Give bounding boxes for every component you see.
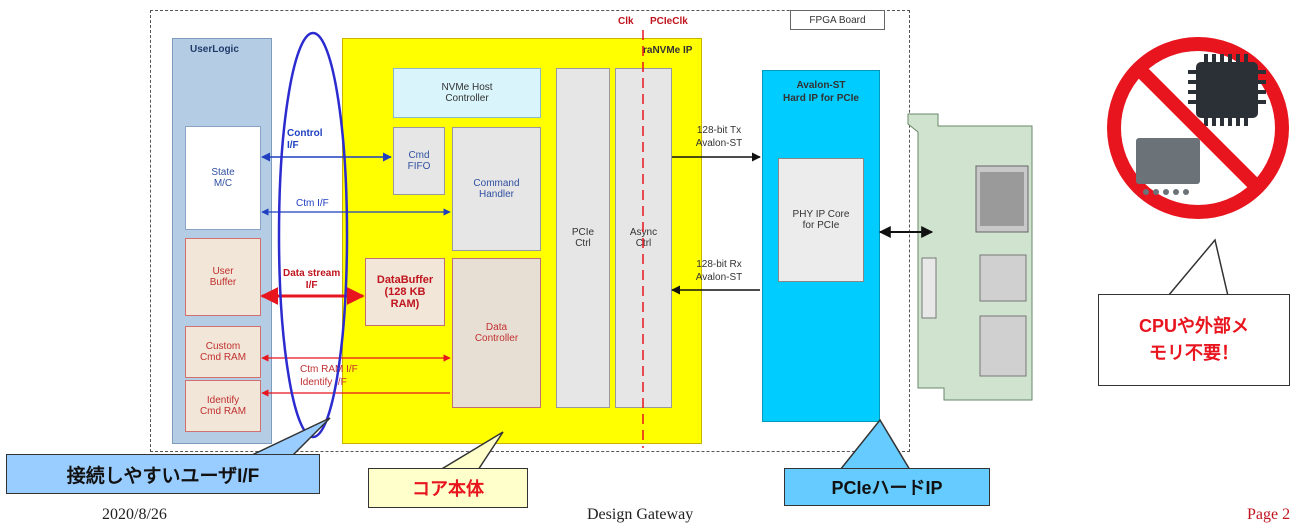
phy-ip-core-block: PHY IP Core for PCIe [778, 158, 864, 282]
ddr-chip-label: DDR [1149, 144, 1187, 163]
custom-cmd-ram-block: Custom Cmd RAM [185, 326, 261, 378]
rx-link-label: 128-bit Rx Avalon-ST [695, 259, 743, 283]
core-callout: コア本体 [368, 468, 528, 508]
ctm-ram-if-label: Ctm RAM I/F [300, 364, 358, 375]
user-if-callout: 接続しやすいユーザI/F [6, 454, 320, 494]
clk-label: Clk [618, 16, 634, 27]
databuffer-block: DataBuffer (128 KB RAM) [365, 258, 445, 326]
cpu-chip-label: CPU [1209, 82, 1245, 101]
async-ctrl-block: Async Ctrl [615, 68, 672, 408]
nvme-ssd-card [907, 113, 1033, 401]
command-handler-block: Command Handler [452, 127, 541, 251]
nvme-host-controller-block: NVMe Host Controller [393, 68, 541, 118]
ctm-if-label: Ctm I/F [296, 198, 329, 209]
ranvme-ip-title: raNVMe IP [643, 45, 693, 56]
no-cpu-callout: CPUや外部メ モリ不要！ [1098, 294, 1290, 386]
fpga-board-label: FPGA Board [790, 10, 885, 30]
userlogic-title: UserLogic [190, 44, 239, 55]
control-if-label: Control I/F [287, 128, 323, 151]
identify-if-label: Identify I/F [300, 377, 347, 388]
cmd-fifo-block: Cmd FIFO [393, 127, 445, 195]
footer-date: 2020/8/26 [102, 506, 167, 523]
no-cpu-ddr-sign [1107, 37, 1289, 219]
footer-page: Page 2 [1247, 506, 1291, 523]
footer-company: Design Gateway [587, 506, 694, 523]
pcieclk-label: PCIeClk [650, 16, 688, 27]
state-mc-block: State M/C [185, 126, 261, 230]
data-controller-block: Data Controller [452, 258, 541, 408]
no-cpu-callout-tail [1166, 238, 1229, 297]
identify-cmd-ram-block: Identify Cmd RAM [185, 380, 261, 432]
avalon-hard-ip-title: Avalon-ST Hard IP for PCIe [783, 80, 859, 104]
data-stream-if-label: Data stream I/F [283, 268, 341, 291]
pcie-ctrl-block: PCIe Ctrl [556, 68, 610, 408]
user-buffer-block: User Buffer [185, 238, 261, 316]
tx-link-label: 128-bit Tx Avalon-ST [695, 125, 743, 149]
nvme-ssd-label: NVMe SSD [938, 199, 961, 307]
pcie-hard-ip-callout: PCIeハードIP [784, 468, 990, 506]
